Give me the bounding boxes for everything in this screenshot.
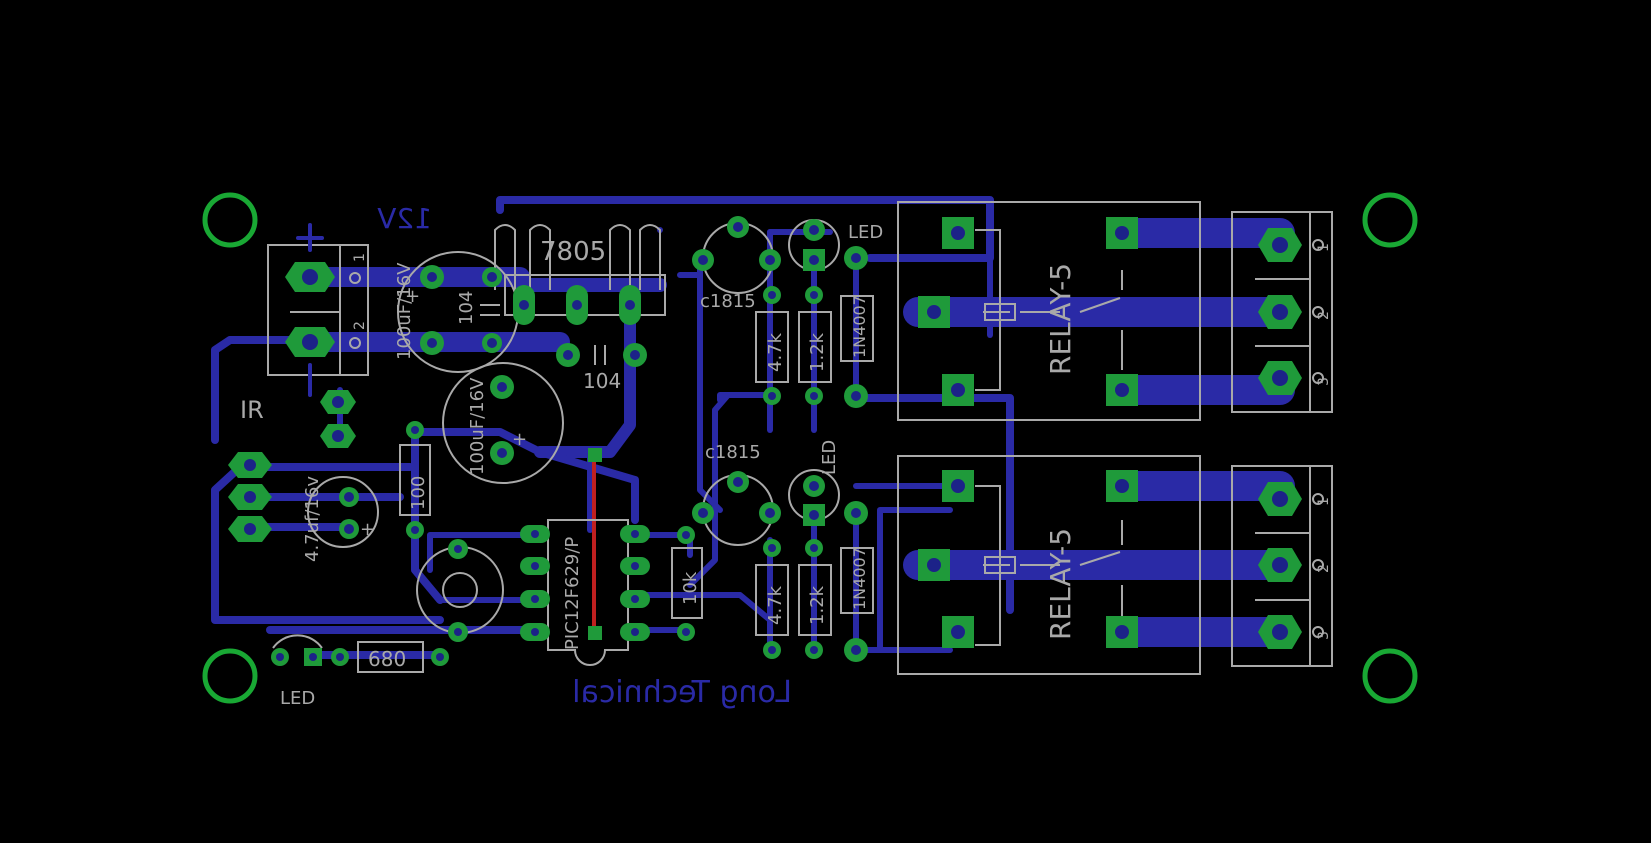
pin-marker	[1312, 559, 1324, 571]
trace	[496, 196, 994, 262]
label-cap-104-b: 104	[583, 369, 621, 393]
power-label-12v: 12V	[377, 202, 432, 235]
diode-top-outline	[840, 295, 874, 362]
trace	[211, 463, 444, 624]
output-terminal-pads	[1258, 228, 1302, 649]
resistor-1k2-bottom-outline	[798, 564, 832, 636]
pad-hole	[244, 491, 256, 503]
small-pads	[271, 216, 1138, 666]
label-plus: +	[405, 286, 420, 307]
trace	[717, 392, 773, 403]
label-pin: 3	[1316, 631, 1332, 640]
label-r12-bottom: 1.2k	[807, 585, 828, 625]
label-r47-top: 4.7k	[765, 332, 786, 372]
relay-bottom-outline	[897, 455, 1201, 675]
trace	[877, 507, 953, 653]
pad-hole	[332, 396, 344, 408]
pin-marker	[1312, 493, 1324, 505]
pin-marker	[1312, 306, 1324, 318]
label-mcu: PIC12F629/P	[562, 537, 583, 650]
relay-top-symbol	[975, 229, 1123, 391]
label-cap-100uf-top: 100uF/16V	[394, 262, 415, 360]
resistor-10k-outline	[671, 547, 703, 619]
label-resistor-680: 680	[368, 647, 406, 671]
labels: 7805 100uF/16V 100uF/16V 104 104 4.7uf/1…	[240, 202, 1332, 710]
relay-bottom-symbol	[975, 485, 1123, 646]
mirrored-text-group: Long Technical	[572, 675, 792, 710]
resistor-680-outline	[357, 641, 424, 673]
capacitor-100uf-bottom-outline	[442, 362, 564, 484]
pic-chip-outline	[547, 519, 629, 666]
label-pin: 3	[1316, 377, 1332, 386]
label-led-mid: LED	[819, 440, 840, 475]
pad-hole	[244, 459, 256, 471]
trace	[852, 394, 1014, 614]
label-cap-4u7: 4.7uf/16v	[302, 476, 323, 562]
mirrored-power-label-group: 12V	[377, 202, 432, 235]
pad-hole	[302, 269, 318, 285]
resistor-4k7-bottom-outline	[755, 564, 789, 636]
label-plus: +	[360, 519, 375, 540]
mount-hole-bottom-right	[1362, 648, 1418, 704]
label-pin: 2	[1316, 564, 1332, 573]
pad-hole	[302, 334, 318, 350]
pads	[228, 216, 1302, 666]
trace	[534, 304, 636, 458]
resistor-100-outline	[399, 444, 431, 516]
label-diode-bottom: 1N4007	[850, 547, 869, 610]
pin-marker	[1312, 372, 1324, 384]
label-r12-top: 1.2k	[807, 332, 828, 372]
label-cap-104-a: 104	[456, 291, 477, 325]
label-pin: 1	[1316, 497, 1332, 506]
mount-hole-bottom-left	[202, 648, 258, 704]
label-led-top: LED	[848, 222, 883, 243]
diode-bottom-outline	[840, 547, 874, 614]
mount-hole-top-right	[1362, 192, 1418, 248]
label-plus: +	[512, 429, 527, 450]
trace	[853, 510, 953, 653]
label-regulator: 7805	[540, 237, 606, 267]
traces	[211, 196, 1295, 659]
label-resistor-100: 100	[408, 476, 429, 510]
board-title-long-technical: Long Technical	[572, 675, 792, 710]
pin-marker	[1312, 626, 1324, 638]
resistor-1k2-top-outline	[798, 311, 832, 383]
pin-marker	[349, 337, 361, 349]
pin-marker	[1312, 239, 1324, 251]
mount-hole-top-left	[202, 192, 258, 248]
output-terminal-top-outline	[1231, 211, 1333, 413]
label-pin: 1	[352, 253, 368, 262]
label-resistor-10k: 10k	[680, 571, 701, 605]
label-pin: 2	[1316, 311, 1332, 320]
power-terminal-outline	[267, 244, 369, 376]
label-pin: 1	[1316, 243, 1332, 252]
ir-receiver-inner	[442, 572, 478, 608]
trace	[411, 428, 639, 524]
label-diode-top: 1N4007	[850, 295, 869, 358]
regulator-heatsink-outline	[494, 224, 661, 290]
output-terminal-bottom-outline	[1231, 465, 1333, 667]
pad-hole	[332, 430, 344, 442]
label-r47-bottom: 4.7k	[765, 585, 786, 625]
label-cap-100uf-bottom: 100uF/16V	[467, 377, 488, 475]
label-pin: 2	[352, 321, 368, 330]
relay-top-coil	[984, 303, 1016, 321]
label-transistor-bottom: c1815	[705, 442, 761, 463]
label-ir: IR	[240, 396, 264, 424]
trace	[211, 336, 334, 444]
label-led-bottom: LED	[280, 688, 315, 709]
relay-top-outline	[897, 201, 1201, 421]
label-relay-bottom: RELAY-5	[1044, 528, 1077, 640]
led-bottom-outline	[272, 634, 323, 649]
capacitor-4u7-outline	[307, 476, 379, 548]
label-transistor-top: c1815	[700, 291, 756, 312]
trace	[411, 426, 444, 604]
mounting-holes	[202, 192, 1418, 704]
relay-bottom-coil	[984, 556, 1016, 574]
pad-hole	[244, 523, 256, 535]
resistor-4k7-top-outline	[755, 311, 789, 383]
pin-marker	[349, 272, 361, 284]
label-relay-top: RELAY-5	[1044, 263, 1077, 375]
